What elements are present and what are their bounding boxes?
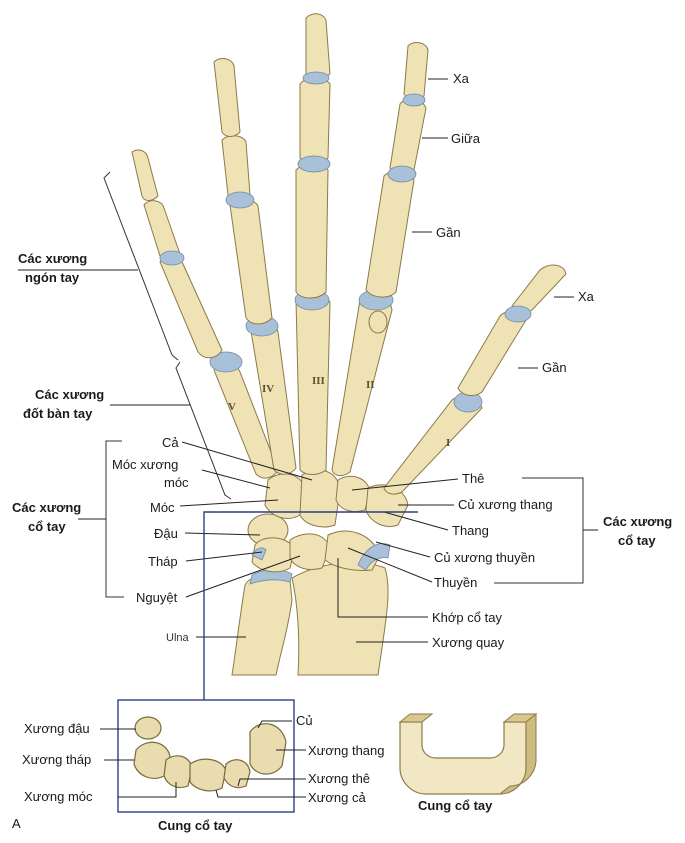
inset-pisiform	[134, 716, 162, 740]
figure-letter: A	[12, 816, 21, 831]
label-distal-thumb: Xa	[578, 289, 595, 304]
numeral-ii: II	[366, 379, 375, 391]
ring-proximal	[229, 199, 273, 325]
label-wrist-joint: Khớp cổ tay	[432, 610, 502, 625]
inset-box	[117, 699, 295, 813]
numeral-v: V	[228, 401, 236, 413]
leader-lines	[179, 78, 574, 643]
inset-label-trapezoid: Xương thê	[308, 771, 370, 786]
carpals-bracket-right	[494, 477, 584, 584]
label-scaphoid: Thuyền	[434, 575, 477, 590]
label-pisiform: Đậu	[154, 526, 178, 541]
mcp-cartilage-v	[209, 351, 243, 373]
index-proximal	[365, 170, 415, 298]
phalanges-bracket	[103, 171, 179, 361]
inset-trapezoid	[223, 759, 251, 789]
label-proximal-finger: Gần	[436, 225, 461, 240]
lunate-bone	[289, 533, 331, 571]
little-pip-cartilage	[159, 250, 185, 266]
wrist-ligament	[357, 543, 391, 571]
numeral-iv: IV	[262, 383, 274, 395]
model-u-front	[399, 721, 527, 795]
index-distal	[403, 42, 429, 101]
phalanges	[131, 13, 567, 396]
numeral-i: I	[446, 437, 450, 449]
label-carpals-left-1: Các xương	[12, 500, 81, 515]
metacarpals-bracket	[175, 361, 232, 500]
triquetrum-bone	[251, 537, 296, 573]
model-u-side	[498, 712, 537, 795]
inset-label-triquetrum: Xương tháp	[22, 752, 91, 767]
inset-capitate	[189, 758, 227, 792]
inset-hamate	[163, 755, 193, 789]
label-ulna: Ulna	[166, 632, 190, 644]
little-proximal	[159, 256, 223, 359]
label-lunate: Nguyệt	[136, 590, 178, 605]
label-capitate: Cả	[162, 435, 179, 450]
inset-label-capitate: Xương cả	[308, 790, 366, 805]
label-metacarpals-2: đốt bàn tay	[23, 406, 93, 421]
label-phalanges-2: ngón tay	[25, 270, 80, 285]
label-phalanges-1: Các xương	[18, 251, 87, 266]
index-dip-cartilage	[402, 93, 426, 107]
inset-label-tubercle: Củ	[296, 713, 313, 728]
label-trapezoid: Thê	[462, 471, 484, 486]
index-pip-cartilage	[387, 165, 417, 183]
ring-distal	[213, 58, 241, 137]
label-hook-hamate-2: móc	[164, 475, 189, 490]
label-middle-finger: Giữa	[451, 131, 481, 146]
radius-bone	[291, 562, 389, 676]
middle-middle	[299, 77, 331, 165]
middle-dip-cartilage	[302, 71, 330, 85]
model-caption: Cung cổ tay	[418, 798, 493, 813]
middle-pip-cartilage	[297, 155, 331, 173]
numeral-iii: III	[312, 375, 325, 387]
carpal-arch-section	[133, 716, 287, 792]
thumb-proximal	[457, 310, 527, 396]
forearm-bones	[231, 562, 389, 676]
inset-connector	[203, 511, 418, 700]
label-distal-finger: Xa	[453, 71, 470, 86]
model-u-top	[398, 713, 538, 723]
ring-pip-cartilage	[225, 191, 255, 209]
middle-proximal	[295, 163, 329, 299]
index-middle	[389, 98, 427, 175]
label-triquetrum: Tháp	[148, 554, 178, 569]
middle-distal	[305, 13, 331, 79]
metacarpal-bones	[209, 289, 483, 495]
sesamoid-bone	[368, 310, 388, 334]
label-scaphoid-tubercle: Củ xương thuyền	[434, 550, 535, 565]
little-distal	[131, 149, 159, 201]
ring-middle	[221, 135, 251, 201]
trapezoid-bone	[335, 476, 371, 513]
inset-leader-lines	[100, 720, 306, 798]
label-trapezium: Thang	[452, 523, 489, 538]
label-proximal-thumb: Gần	[542, 360, 567, 375]
label-trapezium-tubercle: Củ xương thang	[458, 497, 553, 512]
inset-label-hamate: Xương móc	[24, 789, 93, 804]
inset-label-trapezium: Xương thang	[308, 743, 385, 758]
carpal-bones	[247, 469, 409, 573]
label-carpals-right-1: Các xương	[603, 514, 672, 529]
label-carpals-left-2: cổ tay	[28, 519, 66, 534]
inset-trapezium	[249, 723, 287, 775]
label-hook-hamate-1: Móc xương	[112, 457, 178, 472]
label-hamate: Móc	[150, 500, 175, 515]
label-carpals-right-2: cổ tay	[618, 533, 656, 548]
inset-label-pisiform: Xương đậu	[24, 721, 90, 736]
inset-caption: Cung cổ tay	[158, 818, 233, 833]
thumb-ip-cartilage	[504, 305, 532, 323]
carpal-arch-model	[398, 712, 538, 795]
label-metacarpals-1: Các xương	[35, 387, 104, 402]
ulna-bone	[231, 574, 293, 676]
label-radius: Xương quay	[432, 635, 505, 650]
